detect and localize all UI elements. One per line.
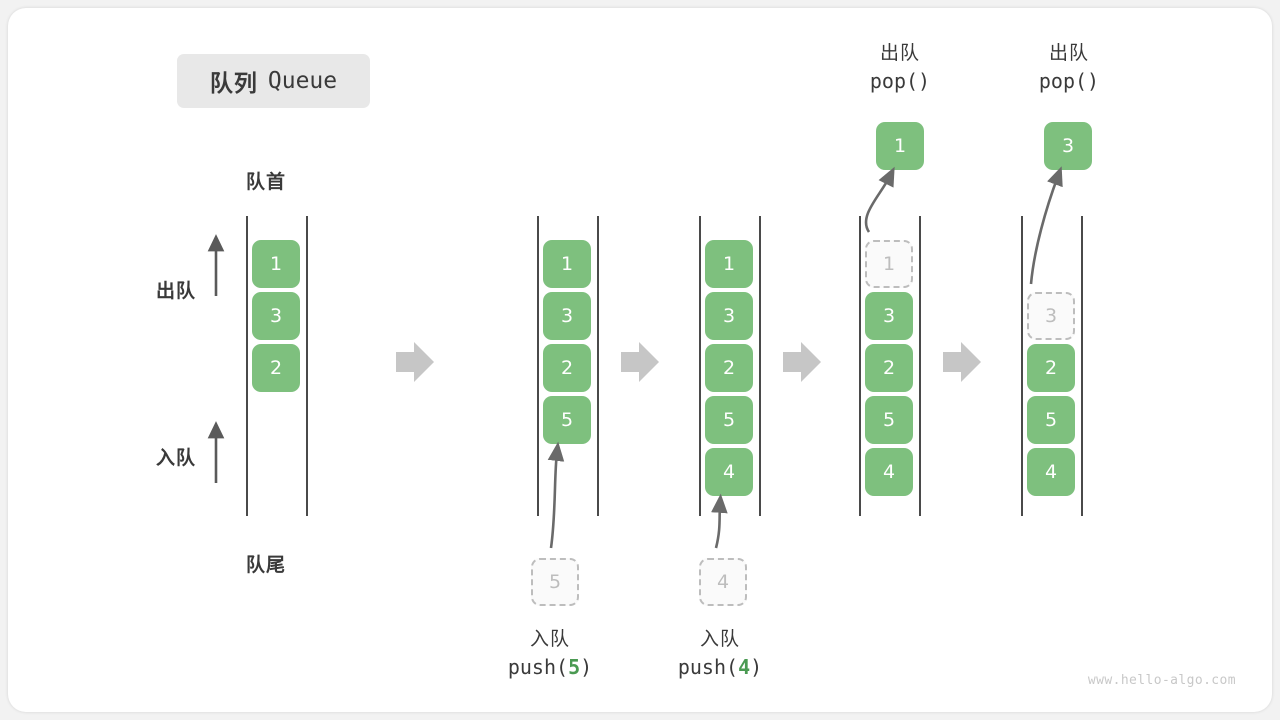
queue-item-new: 4 xyxy=(705,448,753,496)
caption-code: pop() xyxy=(1038,69,1100,93)
queue-item: 5 xyxy=(865,396,913,444)
rail-right-col2 xyxy=(597,216,599,516)
queue-item: 3 xyxy=(543,292,591,340)
caption-arg: 5 xyxy=(568,655,581,679)
caption-push-5: 入队 push(5) xyxy=(455,626,645,682)
incoming-element: 4 xyxy=(699,558,747,606)
caption-pop-3: 出队 pop() xyxy=(994,40,1144,96)
caption-cn: 出队 xyxy=(879,42,920,64)
outgoing-element: 1 xyxy=(876,122,924,170)
caption-arg: 4 xyxy=(738,655,751,679)
diagram-card: 队列 Queue 队首 队尾 出队 入队 1 3 2 1 3 2 5 5 入队 … xyxy=(8,8,1272,712)
label-dequeue: 出队 xyxy=(156,280,197,302)
outgoing-element: 3 xyxy=(1044,122,1092,170)
queue-item: 3 xyxy=(705,292,753,340)
queue-item: 4 xyxy=(865,448,913,496)
queue-item: 5 xyxy=(705,396,753,444)
queue-item: 2 xyxy=(865,344,913,392)
caption-cn: 入队 xyxy=(529,628,570,650)
rail-left-col5 xyxy=(1021,216,1023,516)
caption-push-4: 入队 push(4) xyxy=(625,626,815,682)
queue-item: 2 xyxy=(252,344,300,392)
queue-item: 5 xyxy=(1027,396,1075,444)
queue-item-removed: 1 xyxy=(865,240,913,288)
queue-item: 4 xyxy=(1027,448,1075,496)
queue-item: 2 xyxy=(705,344,753,392)
rail-left-col1 xyxy=(246,216,248,516)
caption-code: push(4) xyxy=(677,655,763,679)
rail-left-col3 xyxy=(699,216,701,516)
incoming-element: 5 xyxy=(531,558,579,606)
queue-item-removed: 3 xyxy=(1027,292,1075,340)
queue-item: 2 xyxy=(543,344,591,392)
rail-right-col3 xyxy=(759,216,761,516)
rail-right-col4 xyxy=(919,216,921,516)
queue-item: 3 xyxy=(252,292,300,340)
label-enqueue: 入队 xyxy=(156,447,197,469)
queue-item: 2 xyxy=(1027,344,1075,392)
caption-pop-1: 出队 pop() xyxy=(825,40,975,96)
caption-cn: 入队 xyxy=(699,628,740,650)
caption-cn: 出队 xyxy=(1048,42,1089,64)
rail-right-col1 xyxy=(306,216,308,516)
caption-code: push(5) xyxy=(507,655,593,679)
queue-item: 1 xyxy=(705,240,753,288)
caption-code: pop() xyxy=(869,69,931,93)
diagram-title-chip: 队列 Queue xyxy=(177,54,370,108)
queue-item-new: 5 xyxy=(543,396,591,444)
rail-left-col4 xyxy=(859,216,861,516)
queue-item: 3 xyxy=(865,292,913,340)
rail-left-col2 xyxy=(537,216,539,516)
queue-item: 1 xyxy=(252,240,300,288)
rail-right-col5 xyxy=(1081,216,1083,516)
label-queue-head: 队首 xyxy=(246,171,287,193)
watermark: www.hello-algo.com xyxy=(1087,673,1236,688)
title-cn: 队列 xyxy=(209,71,258,97)
label-queue-tail: 队尾 xyxy=(246,554,287,576)
queue-item: 1 xyxy=(543,240,591,288)
title-en: Queue xyxy=(267,68,338,94)
